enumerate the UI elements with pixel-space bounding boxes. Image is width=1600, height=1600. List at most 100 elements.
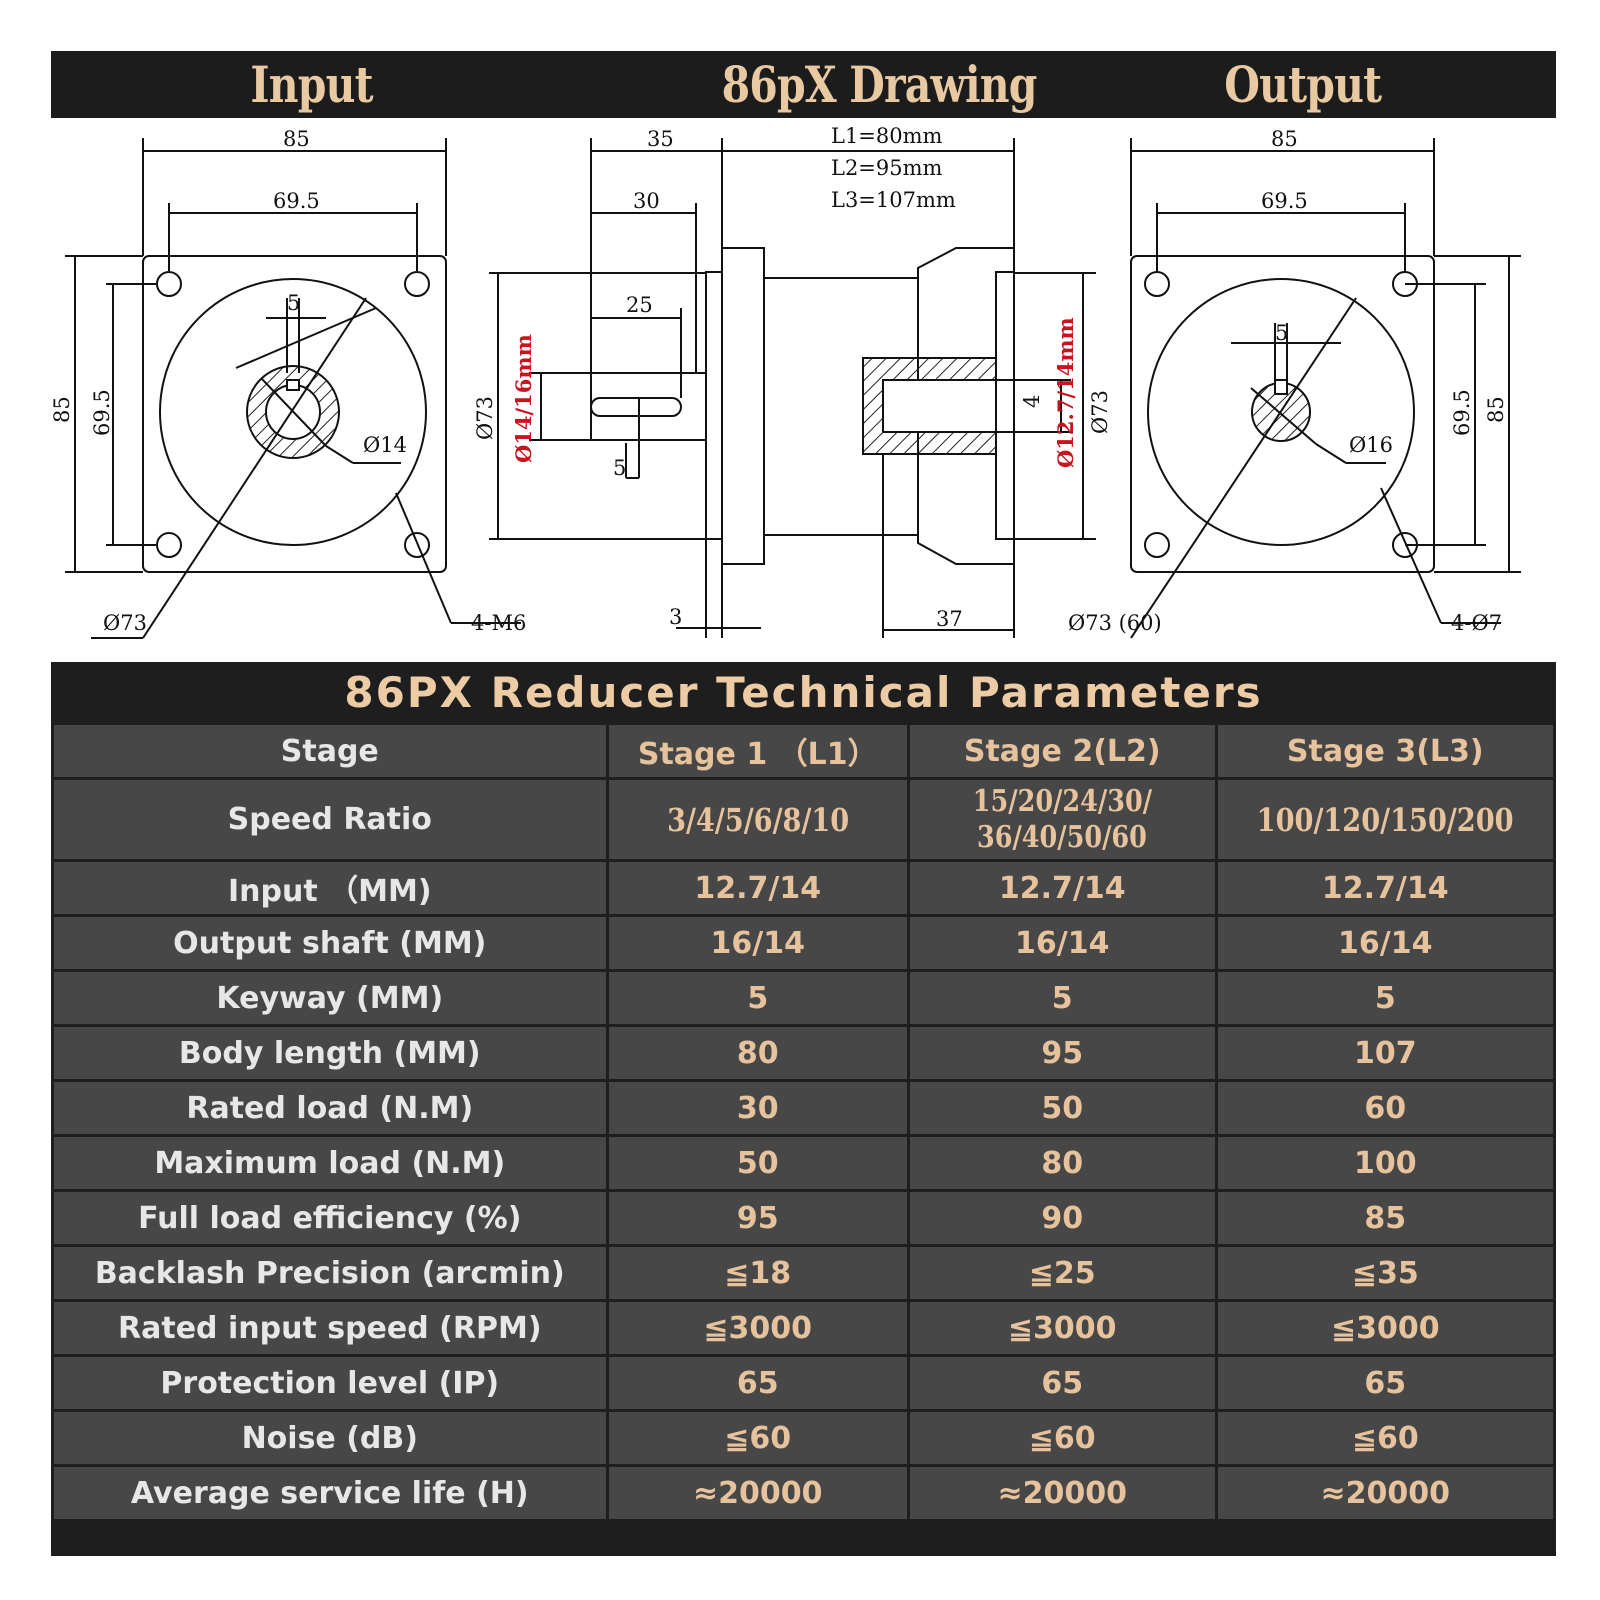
table-row: Backlash Precision (arcmin)≦18≦25≦35 xyxy=(54,1247,1553,1299)
row-stage-3: 12.7/14 xyxy=(1217,862,1553,914)
row-stage-3: ≈20000 xyxy=(1217,1467,1553,1519)
row-stage-2: ≦25 xyxy=(909,1247,1215,1299)
side-4-dim: 4 xyxy=(1020,395,1044,408)
table-row: Noise (dB)≦60≦60≦60 xyxy=(54,1412,1553,1464)
row-label: Output shaft (MM) xyxy=(54,917,606,969)
row-stage-2: 12.7/14 xyxy=(909,862,1215,914)
side-phi73-right-dim: Ø73 xyxy=(1088,390,1112,434)
input-flange xyxy=(142,255,447,573)
side-input-flange xyxy=(721,247,765,565)
row-stage-1: ≦18 xyxy=(608,1247,907,1299)
output-pilot-circle xyxy=(1147,278,1415,546)
row-stage-3: ≦3000 xyxy=(1217,1302,1553,1354)
row-stage-1: 80 xyxy=(608,1027,907,1079)
row-label: Backlash Precision (arcmin) xyxy=(54,1247,606,1299)
row-stage-3: 16/14 xyxy=(1217,917,1553,969)
side-input-shaft-dim: Ø14/16mm xyxy=(511,334,536,463)
table-title: 86PX Reducer Technical Parameters xyxy=(344,668,1263,717)
row-label: Protection level (IP) xyxy=(54,1357,606,1409)
side-output-bore xyxy=(882,379,997,433)
side-input-keyway xyxy=(590,397,682,417)
output-width-dim: 85 xyxy=(1271,127,1298,151)
side-phi73-left-dim: Ø73 xyxy=(473,396,497,440)
row-stage-1: 5 xyxy=(608,972,907,1024)
row-stage-1: 50 xyxy=(608,1137,907,1189)
input-width-dim: 85 xyxy=(283,127,310,151)
row-label: Average service life (H) xyxy=(54,1467,606,1519)
input-height-dim: 85 xyxy=(51,396,74,423)
row-stage-2: 95 xyxy=(909,1027,1215,1079)
side-output-shaft-dim: Ø12.7/14mm xyxy=(1053,317,1078,468)
input-pilot-dim: Ø73 xyxy=(103,611,147,635)
side-5-dim: 5 xyxy=(613,456,626,480)
drawing-title: 86pX Drawing xyxy=(721,55,1038,114)
output-holes-spec-dim: 4-Ø7 xyxy=(1451,611,1502,635)
speed-ratio-stage-1: 3/4/5/6/8/10 xyxy=(608,780,907,859)
row-label: Body length (MM) xyxy=(54,1027,606,1079)
input-hole-tl xyxy=(156,271,182,297)
row-stage-2: 5 xyxy=(909,972,1215,1024)
side-l3-dim: L3=107mm xyxy=(831,188,956,212)
row-stage-2: ≦3000 xyxy=(909,1302,1215,1354)
row-stage-1: 30 xyxy=(608,1082,907,1134)
input-pilot-circle xyxy=(159,278,427,546)
row-label: Rated load (N.M) xyxy=(54,1082,606,1134)
input-screw-dim: 4-M6 xyxy=(471,611,526,635)
header-stage-2: Stage 2(L2) xyxy=(909,725,1215,777)
output-holes-v-dim: 69.5 xyxy=(1450,389,1474,436)
input-hole-br xyxy=(404,532,430,558)
row-stage-2: 50 xyxy=(909,1082,1215,1134)
row-stage-3: 60 xyxy=(1217,1082,1553,1134)
side-input-step xyxy=(705,271,723,540)
drawing-header: Input 86pX Drawing Output xyxy=(51,51,1556,118)
header-stage: Stage xyxy=(54,725,606,777)
row-stage-1: 12.7/14 xyxy=(608,862,907,914)
row-label: Input （MM) xyxy=(54,862,606,914)
row-stage-3: 85 xyxy=(1217,1192,1553,1244)
output-hole-bl xyxy=(1144,532,1170,558)
header-stage-1: Stage 1 （L1） xyxy=(608,725,907,777)
row-stage-1: 16/14 xyxy=(608,917,907,969)
output-holes-dim: 69.5 xyxy=(1261,189,1308,213)
output-height-dim: 85 xyxy=(1484,396,1508,423)
table-row: Average service life (H)≈20000≈20000≈200… xyxy=(54,1467,1553,1519)
table-row: Rated input speed (RPM)≦3000≦3000≦3000 xyxy=(54,1302,1553,1354)
technical-drawing: 85 69.5 85 69.5 5 Ø14 Ø73 4-M6 xyxy=(51,124,1521,639)
table-header-row: Stage Stage 1 （L1） Stage 2(L2) Stage 3(L… xyxy=(54,725,1553,777)
row-stage-1: 65 xyxy=(608,1357,907,1409)
output-pilot-dim: Ø73 (60) xyxy=(1068,611,1162,635)
row-stage-2: 90 xyxy=(909,1192,1215,1244)
input-bore-dim: Ø14 xyxy=(363,433,407,457)
row-label: Noise (dB) xyxy=(54,1412,606,1464)
row-stage-2: 65 xyxy=(909,1357,1215,1409)
row-stage-2: 80 xyxy=(909,1137,1215,1189)
input-holes-v-dim: 69.5 xyxy=(90,389,114,436)
row-stage-3: ≦60 xyxy=(1217,1412,1553,1464)
parameters-table: Stage Stage 1 （L1） Stage 2(L2) Stage 3(L… xyxy=(51,722,1556,1522)
row-label: Keyway (MM) xyxy=(54,972,606,1024)
input-hole-tr xyxy=(404,271,430,297)
row-label: Rated input speed (RPM) xyxy=(54,1302,606,1354)
row-stage-1: 95 xyxy=(608,1192,907,1244)
side-input-shaft xyxy=(590,372,707,441)
side-30-dim: 30 xyxy=(633,189,660,213)
row-stage-1: ≦60 xyxy=(608,1412,907,1464)
input-holes-dim: 69.5 xyxy=(273,189,320,213)
parameters-panel: 86PX Reducer Technical Parameters Stage … xyxy=(51,662,1556,1556)
row-stage-3: 5 xyxy=(1217,972,1553,1024)
speed-ratio-row: Speed Ratio 3/4/5/6/8/10 15/20/24/30/36/… xyxy=(54,780,1553,859)
input-key-dim: 5 xyxy=(287,291,300,315)
row-stage-2: ≦60 xyxy=(909,1412,1215,1464)
row-label: Full load efficiency (%) xyxy=(54,1192,606,1244)
row-stage-1: ≦3000 xyxy=(608,1302,907,1354)
output-hole-tl xyxy=(1144,271,1170,297)
output-flange xyxy=(1130,255,1435,573)
side-3-dim: 3 xyxy=(669,605,682,629)
header-stage-3: Stage 3(L3) xyxy=(1217,725,1553,777)
